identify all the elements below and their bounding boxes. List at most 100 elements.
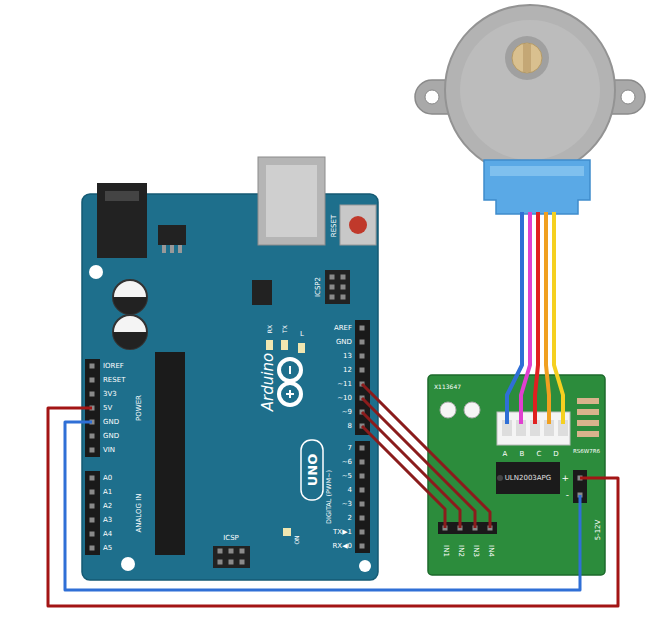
led (266, 340, 273, 350)
pin-label: IN2 (457, 545, 464, 557)
header-pin (90, 476, 95, 481)
pin-label: RX◀0 (333, 543, 353, 550)
polarity-label: - (566, 491, 569, 500)
stepper-motor (621, 90, 635, 104)
pin-label: A4 (103, 531, 112, 538)
header-pin (229, 549, 234, 554)
led (464, 402, 480, 418)
motor-wire (535, 212, 538, 424)
motor-wire (507, 212, 522, 424)
led-label: B (520, 451, 525, 458)
header-label: ANALOG IN (136, 494, 143, 533)
pin-label: GND (103, 433, 119, 440)
header-pin (360, 488, 365, 493)
header-pin (360, 354, 365, 359)
pin-label: ~3 (342, 501, 352, 508)
header-pin (90, 504, 95, 509)
header-pin (229, 560, 234, 565)
header-pin (360, 460, 365, 465)
header-pin (90, 532, 95, 537)
button-label: RESET (331, 215, 338, 237)
header-pin (330, 295, 335, 300)
driver-chip (496, 462, 560, 494)
pin-label: IN3 (472, 545, 479, 557)
pin-label: RESET (103, 377, 125, 384)
header-pin (360, 340, 365, 345)
signal-wire (362, 398, 475, 528)
stepper-motor (415, 5, 645, 214)
header-pin (360, 446, 365, 451)
motor-wire (554, 212, 563, 424)
motor-wire (521, 212, 530, 424)
pin-label: A2 (103, 503, 112, 510)
board-id: X113647 (434, 384, 461, 390)
pin-label: 8 (348, 423, 352, 430)
pin-label: IN1 (442, 545, 449, 557)
pin-label: A0 (103, 475, 112, 482)
header-pin (218, 560, 223, 565)
capacitor (113, 315, 147, 349)
header-pin (341, 275, 346, 280)
header-pin (90, 364, 95, 369)
header-label: ICSP2 (315, 277, 322, 297)
reset-button (349, 216, 367, 234)
header-pin (330, 285, 335, 290)
header-pin (218, 549, 223, 554)
header-pin (341, 285, 346, 290)
pin-label: VIN (103, 447, 115, 454)
capacitor (113, 332, 147, 349)
power-jack (105, 191, 139, 201)
digital-header (355, 441, 370, 553)
header-pin (240, 549, 245, 554)
stepper-motor (505, 36, 549, 80)
input-header (438, 522, 497, 534)
pin-label: IN4 (487, 545, 494, 557)
brand-name: Arduino (261, 353, 276, 411)
stepper-motor (490, 166, 584, 176)
microcontroller-chip (155, 352, 185, 555)
pin-label: ~9 (342, 409, 352, 416)
header-pin (90, 392, 95, 397)
led-label: A (503, 451, 508, 458)
led (281, 340, 288, 350)
arduino-logo (289, 366, 291, 374)
resistor-symbol (577, 398, 599, 404)
pin-label: A1 (103, 489, 112, 496)
header-label: ICSP (223, 535, 239, 542)
led-label: RX (267, 325, 273, 333)
voltage-regulator (162, 245, 166, 253)
pin-label: ~11 (337, 381, 352, 388)
pin-label: ~5 (342, 473, 352, 480)
icsp-header (325, 270, 350, 304)
signal-wire (362, 384, 490, 528)
header-label: POWER (136, 395, 143, 421)
stepper-motor (484, 160, 590, 214)
stepper-motor (460, 20, 600, 160)
driver-chip (497, 475, 503, 481)
header-pin (90, 448, 95, 453)
arduino-uno-board (82, 157, 378, 580)
analog-header (85, 471, 100, 555)
pin-label: GND (336, 339, 352, 346)
led-label: D (553, 451, 558, 458)
arduino-logo (279, 359, 301, 381)
header-pin (90, 378, 95, 383)
pin-label: GND (103, 419, 119, 426)
voltage-regulator (158, 225, 186, 245)
resistor-label: RS6W7R6 (573, 449, 600, 455)
stepper-motor (523, 44, 531, 72)
signal-wire (362, 384, 490, 528)
pin-label: ~10 (337, 395, 352, 402)
header-pin (360, 326, 365, 331)
capacitor (113, 280, 147, 314)
led (283, 528, 291, 536)
led-label: L (300, 331, 304, 338)
led-label: C (537, 451, 542, 458)
header-pin (90, 434, 95, 439)
pin-label: 12 (343, 367, 352, 374)
header-pin (341, 295, 346, 300)
pin-label: TX▶1 (333, 529, 352, 536)
power-label: 5-12V (595, 520, 602, 541)
